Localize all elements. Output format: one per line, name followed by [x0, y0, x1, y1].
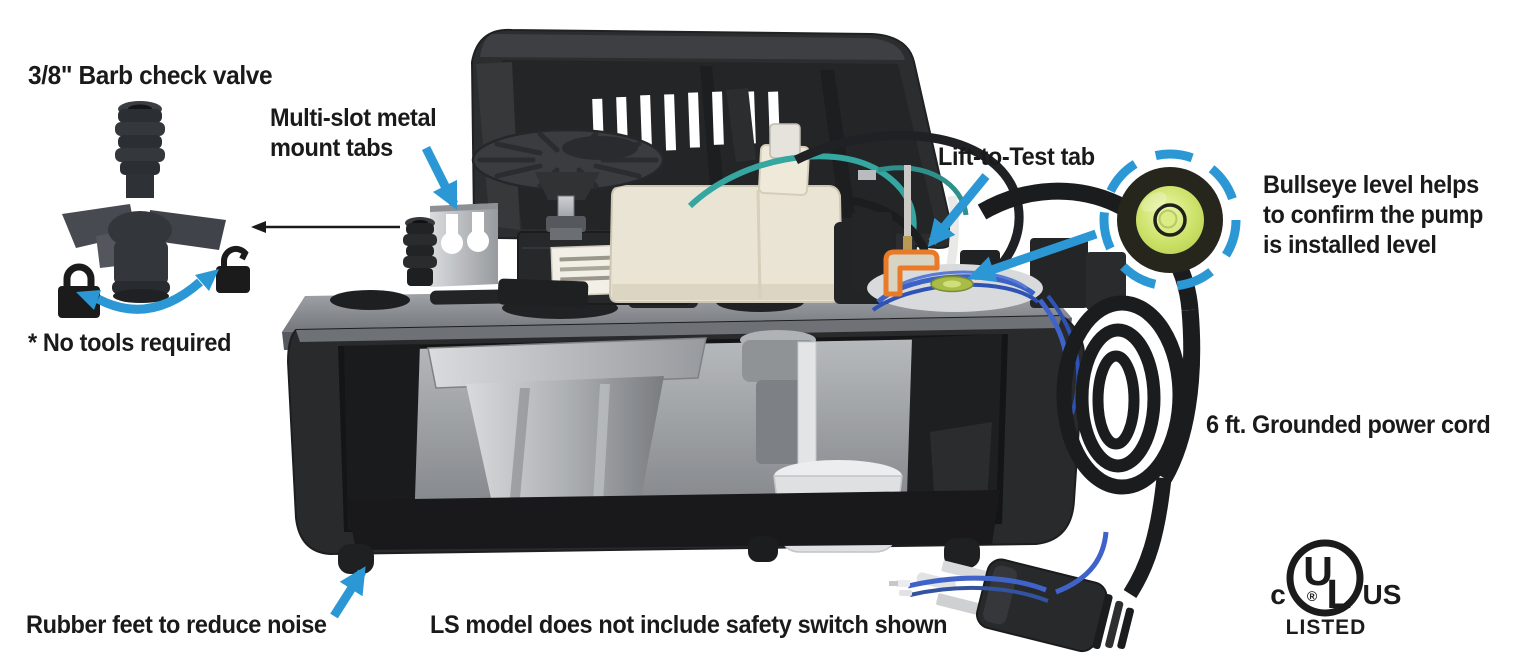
pump-volute [427, 337, 707, 535]
ul-c-prefix: c [1270, 579, 1286, 610]
bullseye-note: Bullseye level helps to confirm the pump… [1263, 170, 1483, 260]
rubber-feet-label: Rubber feet to reduce noise [26, 611, 327, 639]
motor-assembly [497, 123, 896, 308]
power-cord-label: 6 ft. Grounded power cord [1206, 411, 1491, 439]
check-valve-title: 3/8" Barb check valve [28, 60, 273, 90]
rotate-arrow-icon [76, 269, 219, 314]
lift-to-test-label: Lift-to-Test tab [938, 143, 1095, 171]
ul-listed-text: LISTED [1286, 616, 1367, 639]
bullseye-arrow [967, 229, 1098, 283]
ul-us-suffix: US [1363, 579, 1402, 610]
mount-tabs-label: Multi-slot metal mount tabs [270, 103, 437, 163]
ul-letter-u: U [1303, 548, 1333, 594]
ul-registered: ® [1307, 588, 1318, 604]
power-plug [889, 531, 1134, 653]
metal-mount-tab [430, 203, 498, 287]
ul-letter-l: L [1326, 571, 1351, 617]
motor-wires [687, 131, 1024, 291]
bullseye-note-line2: to confirm the pump [1263, 201, 1484, 229]
ls-model-note: LS model does not include safety switch … [430, 611, 948, 639]
check-valve-figure [62, 101, 226, 303]
cooling-fan [471, 128, 665, 240]
rubber-feet-arrow [330, 566, 366, 619]
mount-tabs-arrow [421, 145, 459, 211]
lift-tab-arrow [927, 173, 990, 248]
no-tools-note: * No tools required [28, 329, 232, 357]
lock-open-icon [216, 245, 250, 293]
bullseye-note-line3: is installed level [1263, 231, 1437, 259]
ul-listed-icon: U L c US ® LISTED [1270, 539, 1402, 639]
lift-to-test-tab [883, 249, 940, 297]
power-cord [977, 182, 1201, 599]
bullseye-level-on-lid [930, 275, 974, 293]
tank-body [286, 314, 1086, 556]
bullseye-level-inset [1099, 149, 1241, 291]
mount-tabs-label-line2: mount tabs [270, 134, 393, 162]
barb-outlet-port [403, 217, 437, 286]
mount-tabs-label-line1: Multi-slot metal [270, 104, 437, 132]
bullseye-note-line1: Bullseye level helps [1263, 171, 1479, 199]
callout-arrows [330, 145, 1098, 619]
